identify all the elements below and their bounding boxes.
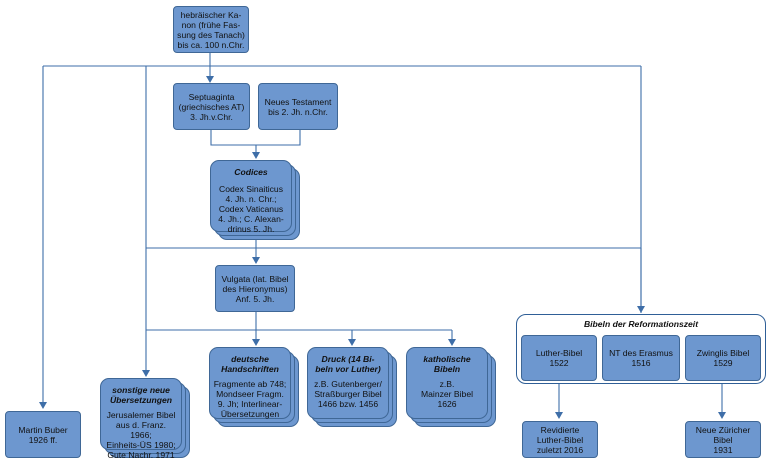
druck-title: Druck (14 Bi- beln vor Luther) — [315, 354, 381, 374]
codices-text: Codex Sinaiticus 4. Jh. n. Chr.; Codex V… — [218, 184, 284, 234]
sonstige-title: sonstige neue Übersetzungen — [109, 385, 173, 405]
node-hebraeischer-kanon: hebräischer Ka- non (frühe Fas- sung des… — [173, 6, 249, 53]
katholisch-title: katholische Bibeln — [423, 354, 471, 374]
node-druck: Druck (14 Bi- beln vor Luther) z.B. Gute… — [307, 347, 389, 419]
sonstige-text: Jerusalemer Bibel aus d. Franz. 1966; Ei… — [106, 410, 176, 460]
revidierte-label: Revidierte Luther-Bibel zuletzt 2016 — [536, 424, 584, 455]
luther-label: Luther-Bibel 1522 — [535, 348, 583, 368]
node-revidierte-luther-bibel: Revidierte Luther-Bibel zuletzt 2016 — [522, 421, 598, 458]
kanon-label: hebräischer Ka- non (frühe Fas- sung des… — [177, 9, 245, 50]
reformation-title: Bibeln der Reformationszeit — [583, 319, 699, 329]
node-vulgata: Vulgata (lat. Bibel des Hieronymus) Anf.… — [215, 265, 295, 312]
node-zwinglis-bibel: Zwinglis Bibel 1529 — [685, 335, 761, 381]
erasmus-label: NT des Erasmus 1516 — [609, 348, 673, 368]
node-deutsche-handschriften: deutsche Handschriften Fragmente ab 748;… — [209, 347, 291, 419]
deutsche-text: Fragmente ab 748; Mondseer Fragm. 9. Jh;… — [213, 379, 287, 419]
deutsche-title: deutsche Handschriften — [221, 354, 279, 374]
link-septuaginta-codices — [210, 130, 260, 159]
node-nt-erasmus: NT des Erasmus 1516 — [602, 335, 680, 381]
node-codices: Codices Codex Sinaiticus 4. Jh. n. Chr.;… — [210, 160, 292, 234]
zuercher-label: Neue Züricher Bibel 1931 — [695, 424, 751, 455]
node-martin-buber: Martin Buber 1926 ff. — [5, 411, 81, 458]
septuaginta-label: Septuaginta (griechisches AT) 3. Jh.v.Ch… — [178, 91, 245, 122]
node-neue-zuercher-bibel: Neue Züricher Bibel 1931 — [685, 421, 761, 458]
node-neues-testament: Neues Testament bis 2. Jh. n.Chr. — [258, 83, 338, 130]
link-nt-codices — [256, 130, 301, 146]
druck-text: z.B. Gutenberger/ Straßburger Bibel 1466… — [314, 379, 382, 409]
zwingli-label: Zwinglis Bibel 1529 — [696, 348, 750, 368]
node-sonstige-uebersetzungen: sonstige neue Übersetzungen Jerusalemer … — [100, 378, 182, 460]
node-luther-bibel: Luther-Bibel 1522 — [521, 335, 597, 381]
node-katholische-bibeln: katholische Bibeln z.B. Mainzer Bibel 16… — [406, 347, 488, 419]
nt-label: Neues Testament bis 2. Jh. n.Chr. — [264, 96, 332, 117]
buber-label: Martin Buber 1926 ff. — [18, 424, 68, 445]
node-septuaginta: Septuaginta (griechisches AT) 3. Jh.v.Ch… — [173, 83, 250, 130]
katholisch-text: z.B. Mainzer Bibel 1626 — [420, 379, 474, 409]
vulgata-label: Vulgata (lat. Bibel des Hieronymus) Anf.… — [221, 273, 289, 304]
codices-title: Codices — [234, 167, 268, 177]
